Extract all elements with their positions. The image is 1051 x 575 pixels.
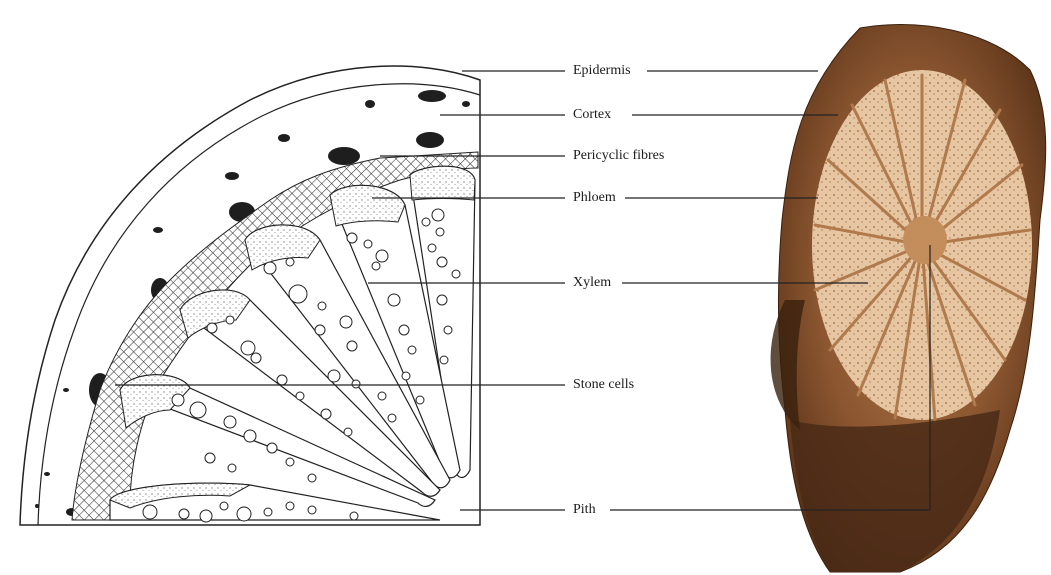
label-pericyclic-fibres: Pericyclic fibres	[573, 148, 664, 164]
label-cortex: Cortex	[573, 107, 611, 123]
cross-section-photo	[771, 25, 1046, 572]
label-epidermis: Epidermis	[573, 63, 631, 79]
label-pith: Pith	[573, 502, 596, 518]
dark-bark-lower	[790, 410, 1000, 572]
label-phloem: Phloem	[573, 190, 616, 206]
label-stone-cells: Stone cells	[573, 377, 634, 393]
pith-center	[903, 216, 947, 264]
cross-section-drawing	[20, 66, 480, 525]
label-xylem: Xylem	[573, 275, 611, 291]
